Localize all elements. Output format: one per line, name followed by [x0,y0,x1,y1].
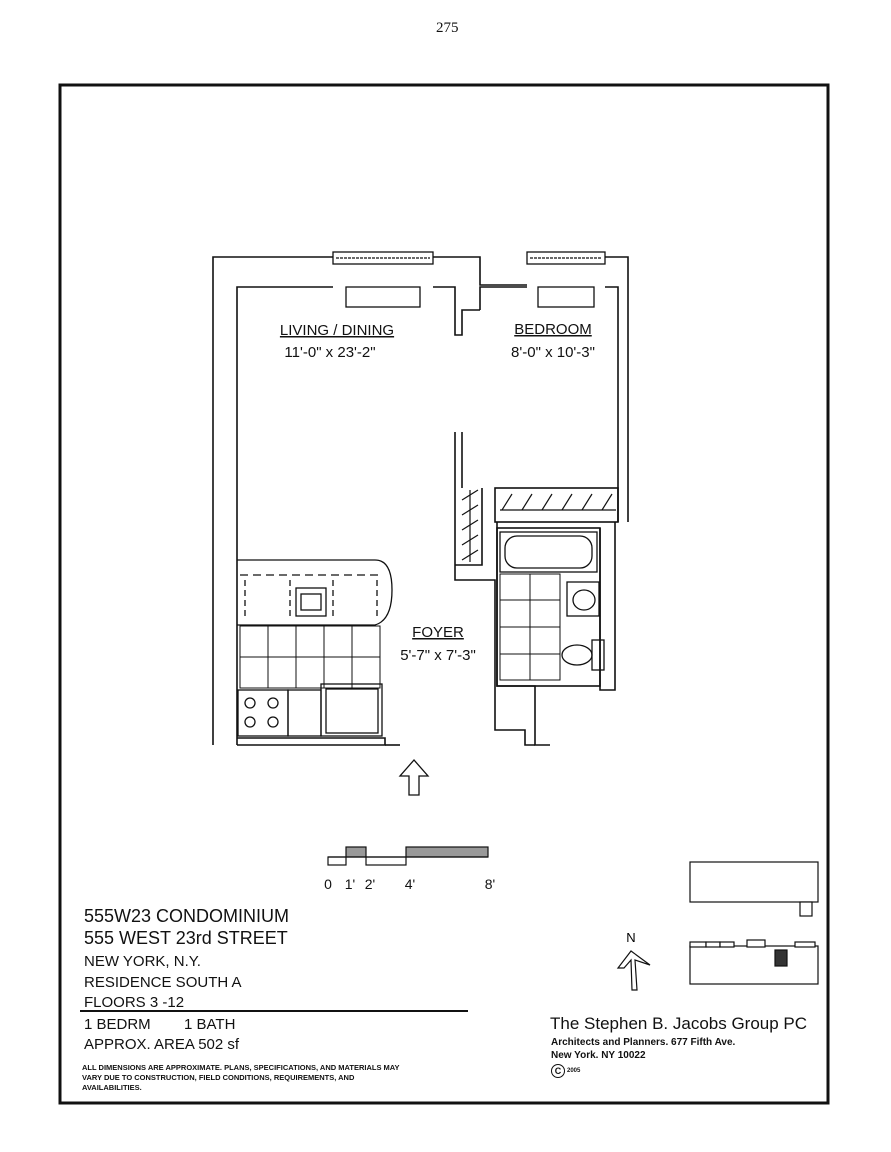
architect-address-line1: Architects and Planners. 677 Fifth Ave. [551,1037,736,1048]
architect-address-line2: New York. NY 10022 [551,1050,646,1061]
key-plan-lower [689,939,819,985]
kitchen [237,559,393,737]
entry-arrow-icon [398,759,430,796]
page-frame [58,83,830,1105]
room-name-foyer: FOYER [412,624,464,641]
building-name: 555W23 CONDOMINIUM [84,906,290,926]
copyright-year: 2005 [567,1068,581,1074]
approx-area: APPROX. AREA 502 sf [84,1036,240,1053]
scale-bar [327,846,489,866]
window-living [332,251,434,308]
room-name-living: LIVING / DINING [280,322,394,339]
scale-label: 1' [345,876,355,892]
key-plan-upper [689,861,819,917]
copyright: C 2005 [551,1064,580,1078]
bedrooms: 1 BEDRM [84,1016,151,1033]
closet-hatching [461,489,616,562]
scale-label: 0 [324,876,332,892]
page-number: 275 [436,20,459,36]
unit-walls [212,256,629,746]
toilet [561,644,593,666]
kitchen-floor-tiles [239,625,381,689]
baths: 1 BATH [184,1016,236,1033]
stove [237,689,289,737]
city: NEW YORK, N.Y. [84,953,201,970]
bathroom-sink [566,581,600,617]
north-arrow-icon [616,950,651,991]
street-address: 555 WEST 23rd STREET [84,928,288,948]
bath-floor-tiles [499,573,561,681]
room-size-bedroom: 8'-0" x 10'-3" [511,344,595,361]
bathroom [499,531,605,681]
copyright-icon: C [551,1064,565,1078]
north-label: N [626,930,635,945]
window-bedroom [526,251,606,308]
floors: FLOORS 3 -12 [84,994,185,1011]
room-size-foyer: 5'-7" x 7'-3" [400,647,476,664]
kitchen-sink [295,587,327,617]
scale-label: 2' [365,876,375,892]
scale-label: 4' [405,876,415,892]
room-size-living: 11'-0" x 23'-2" [284,344,375,361]
room-name-bedroom: BEDROOM [514,321,592,338]
scale-label: 8' [485,876,495,892]
bathtub [499,531,598,573]
disclaimer: ALL DIMENSIONS ARE APPROXIMATE. PLANS, S… [82,1063,400,1092]
refrigerator [320,683,383,737]
unit-location-marker [774,949,788,967]
residence: RESIDENCE SOUTH A [84,974,242,991]
architect-name: The Stephen B. Jacobs Group PC [550,1014,808,1033]
